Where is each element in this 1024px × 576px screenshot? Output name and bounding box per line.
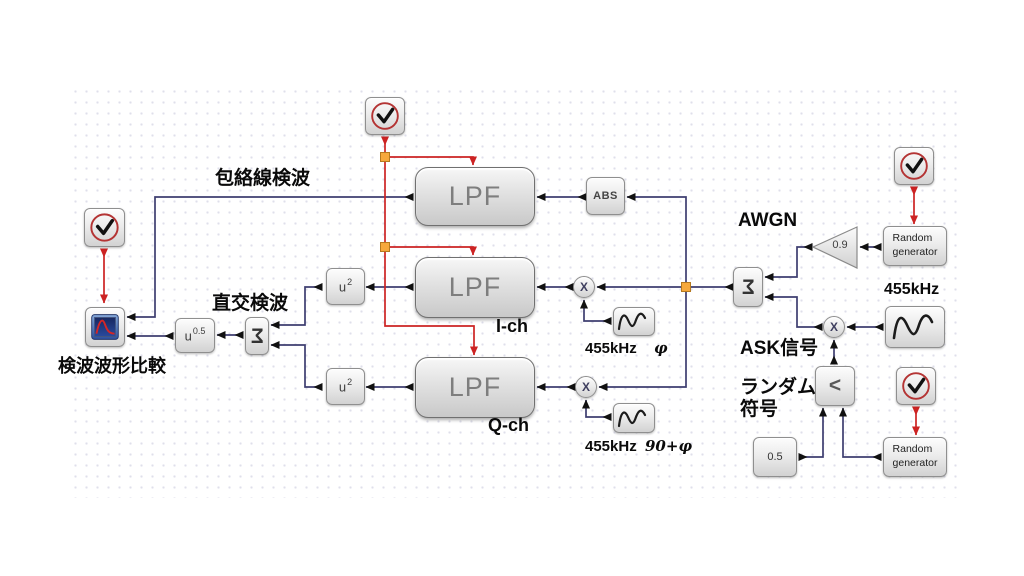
signal-link-sine-q-to-mult-q[interactable] [582,399,612,421]
label-q-channel: Q-ch [488,415,530,435]
junction-signal[interactable] [681,282,691,292]
signal-link-sine-i-to-mult-i[interactable] [580,299,612,325]
clock-icon [900,152,928,180]
signal-link-square-bottom-to-sum[interactable] [270,341,323,391]
label-freq-i: 455kHz [585,340,637,357]
sine-generator-i[interactable] [613,307,655,336]
label-quadrature-detection: 直交検波 [212,293,289,314]
lpf-block-envelope[interactable]: LPF [415,167,535,226]
multiplier-i-channel[interactable]: X [573,276,595,298]
signal-link-square-top-to-sum[interactable] [270,283,323,329]
clock-icon [90,213,119,242]
random-generator-bottom[interactable]: Random generator [883,437,947,477]
clock-icon [371,102,399,130]
label-awgn: AWGN [738,210,798,231]
clock-block-right-top[interactable] [894,147,934,185]
junction-activation-1[interactable] [380,152,390,162]
lpf-label: LPF [448,181,502,211]
label-i-channel: I-ch [496,316,529,336]
lpf-block-i-channel[interactable]: LPF [415,257,535,318]
compare-symbol: < [828,374,842,397]
label-phase-q: 90+φ [645,437,693,455]
sum-block-left[interactable]: Σ [245,317,269,355]
sine-wave-icon [892,314,934,340]
clock-block-right-bottom[interactable] [896,367,936,405]
activation-link-junction1-to-lpf1[interactable] [385,156,477,166]
random-generator-top[interactable]: Random generator [883,226,947,266]
abs-label: ABS [593,190,618,202]
clock-icon [902,372,930,400]
label-ask-signal: ASK信号 [740,338,819,359]
sqrt-block[interactable]: u0.5 [175,318,215,353]
label-freq-carrier: 455kHz [884,281,940,298]
sum-symbol: Σ [741,275,755,299]
multiplier-q-channel[interactable]: X [575,376,597,398]
multiply-symbol: X [581,380,590,394]
multiplier-ask[interactable]: X [823,316,845,338]
constant-value: 0.5 [767,451,783,463]
multiply-symbol: X [829,320,838,334]
sine-wave-icon [617,409,647,427]
signal-link-junction-to-abs[interactable] [626,193,687,287]
signal-link-mult-ask-to-sum[interactable] [764,293,823,331]
signal-link-const-to-compare[interactable] [798,407,827,461]
label-envelope-detection: 包絡線検波 [215,168,311,189]
clock-block-left[interactable] [84,208,125,247]
multiply-symbol: X [579,280,588,294]
sqrt-label: u0.5 [184,325,206,344]
activation-link-junction2-to-lpf3[interactable] [384,247,478,356]
gain-value: 0.9 [832,239,848,251]
sum-symbol: Σ [250,324,264,348]
label-waveform-compare: 検波波形比較 [58,356,166,376]
signal-link-lpf1-to-scope[interactable] [126,193,414,321]
sine-generator-carrier[interactable] [885,306,945,348]
lpf-label: LPF [448,372,502,402]
constant-block[interactable]: 0.5 [753,437,797,477]
junction-activation-2[interactable] [380,242,390,252]
clock-block-top[interactable] [365,97,405,135]
lpf-block-q-channel[interactable]: LPF [415,357,535,418]
signal-link-junction-to-mult-q[interactable] [598,287,687,391]
label-phase-i: φ [654,339,668,357]
lpf-label: LPF [448,272,502,302]
square-block-bottom[interactable]: u2 [326,368,365,405]
sine-wave-icon [617,312,647,331]
label-random-code: ランダム 符号 [740,377,817,420]
random-generator-label: Random generator [892,443,938,469]
activation-link-junction2-to-lpf2[interactable] [385,246,477,256]
square-label: u2 [338,376,353,395]
signal-link-random-to-compare[interactable] [839,407,882,461]
square-label: u2 [338,276,353,295]
scope-block[interactable] [85,307,125,347]
sum-block-right[interactable]: Σ [733,267,763,307]
sine-generator-q[interactable] [613,403,655,433]
label-freq-q: 455kHz [585,438,637,455]
compare-block[interactable]: < [815,366,855,406]
gain-triangle-icon [812,226,858,269]
abs-block[interactable]: ABS [586,177,625,215]
signal-link-gain-to-sum[interactable] [764,243,813,281]
random-generator-label: Random generator [892,232,938,258]
scope-icon [91,314,119,340]
square-block-top[interactable]: u2 [326,268,365,305]
gain-block[interactable]: 0.9 [812,226,858,269]
